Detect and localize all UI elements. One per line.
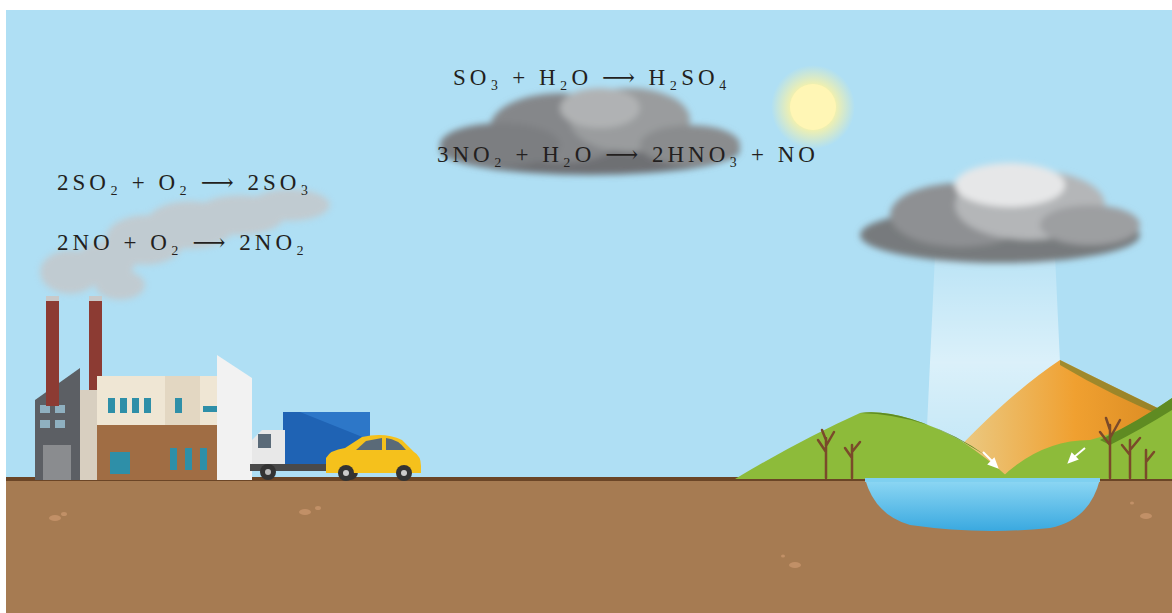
green-hill: [735, 412, 1010, 479]
sun: [790, 84, 836, 130]
chemical-equation: 2SO₂ + O₂ ⟶ 2SO₃: [57, 169, 312, 197]
dead-trees: [818, 418, 1154, 478]
chemical-equation: 3NO₂ + H₂O ⟶ 2HNO₃ + NO: [437, 141, 819, 169]
car: [326, 435, 421, 481]
sun-glow: [771, 65, 855, 149]
smoke: [40, 189, 330, 300]
factory: [35, 296, 252, 480]
ground: [6, 479, 1172, 613]
runoff-arrows: [983, 448, 1085, 467]
chemical-equation: SO₃ + H₂O ⟶ H₂SO₄: [453, 64, 731, 92]
chemical-equation: 2NO + O₂ ⟶ 2NO₂: [57, 229, 308, 257]
rain-cloud: [860, 163, 1140, 263]
sky: [6, 10, 1172, 480]
green-hill-right: [1000, 398, 1172, 479]
lake: [865, 479, 1100, 531]
